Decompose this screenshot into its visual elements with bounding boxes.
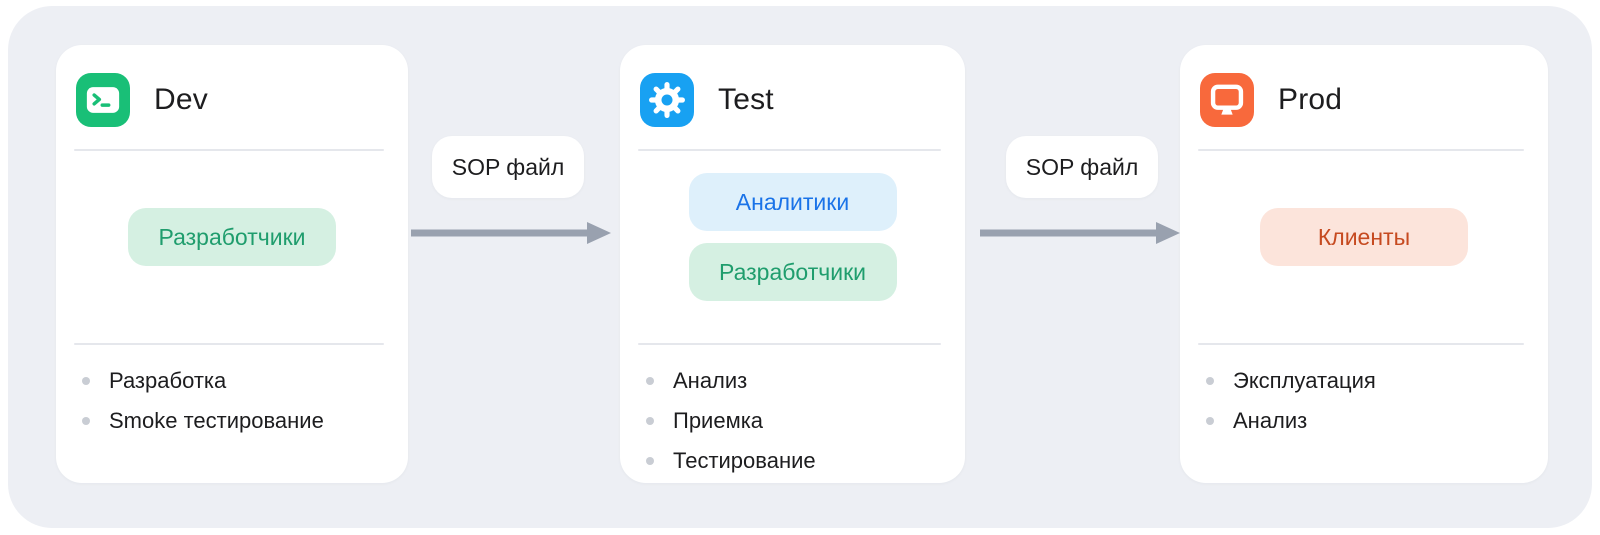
terminal-icon	[76, 73, 130, 127]
task-item: Анализ	[1206, 401, 1528, 441]
divider	[74, 343, 384, 345]
task-label: Тестирование	[673, 448, 816, 473]
divider	[638, 343, 941, 345]
task-list-dev: Разработка Smoke тестирование	[82, 361, 388, 441]
monitor-icon	[1200, 73, 1254, 127]
sop-file-label-2: SOP файл	[1006, 136, 1158, 198]
badge-zone-dev: Разработчики	[56, 151, 408, 323]
divider	[1198, 149, 1524, 151]
stage-title-dev: Dev	[154, 83, 208, 116]
task-label: Приемка	[673, 408, 764, 433]
role-badge-clients: Клиенты	[1260, 208, 1468, 266]
task-item: Эксплуатация	[1206, 361, 1528, 401]
role-badge-developers: Разработчики	[688, 243, 897, 301]
task-label: Эксплуатация	[1233, 368, 1376, 393]
bullet-dot	[646, 377, 654, 385]
divider	[638, 149, 941, 151]
bullet-dot	[82, 417, 90, 425]
stage-card-dev: Dev Разработчики Разработка Smoke тестир…	[56, 45, 408, 483]
task-list-prod: Эксплуатация Анализ	[1206, 361, 1528, 441]
bullet-dot	[82, 377, 90, 385]
task-item: Разработка	[82, 361, 388, 401]
bullet-dot	[1206, 417, 1214, 425]
gear-icon	[640, 73, 694, 127]
card-header-dev: Dev	[76, 71, 386, 129]
task-item: Приемка	[646, 401, 945, 441]
flow-arrow-test-to-prod	[980, 222, 1180, 244]
bullet-dot	[1206, 377, 1214, 385]
task-item: Анализ	[646, 361, 945, 401]
bullet-dot	[646, 417, 654, 425]
stage-card-prod: Prod Клиенты Эксплуатация Анализ	[1180, 45, 1548, 483]
card-header-test: Test	[640, 71, 943, 129]
stage-card-test: Test Аналитики Разработчики Анализ Прием…	[620, 45, 965, 483]
divider	[1198, 343, 1524, 345]
sop-file-label-1: SOP файл	[432, 136, 584, 198]
flow-arrow-dev-to-test	[411, 222, 611, 244]
badge-zone-test: Аналитики Разработчики	[620, 151, 965, 323]
role-badge-developers: Разработчики	[128, 208, 336, 266]
task-label: Smoke тестирование	[109, 408, 324, 433]
badge-zone-prod: Клиенты	[1180, 151, 1548, 323]
task-label: Разработка	[109, 368, 227, 393]
stage-title-test: Test	[718, 83, 774, 116]
task-label: Анализ	[673, 368, 748, 393]
stage-title-prod: Prod	[1278, 83, 1343, 116]
task-item: Тестирование	[646, 441, 945, 481]
task-list-test: Анализ Приемка Тестирование	[646, 361, 945, 481]
divider	[74, 149, 384, 151]
card-header-prod: Prod	[1200, 71, 1526, 129]
bullet-dot	[646, 457, 654, 465]
task-label: Анализ	[1233, 408, 1308, 433]
role-badge-analysts: Аналитики	[688, 173, 897, 231]
task-item: Smoke тестирование	[82, 401, 388, 441]
